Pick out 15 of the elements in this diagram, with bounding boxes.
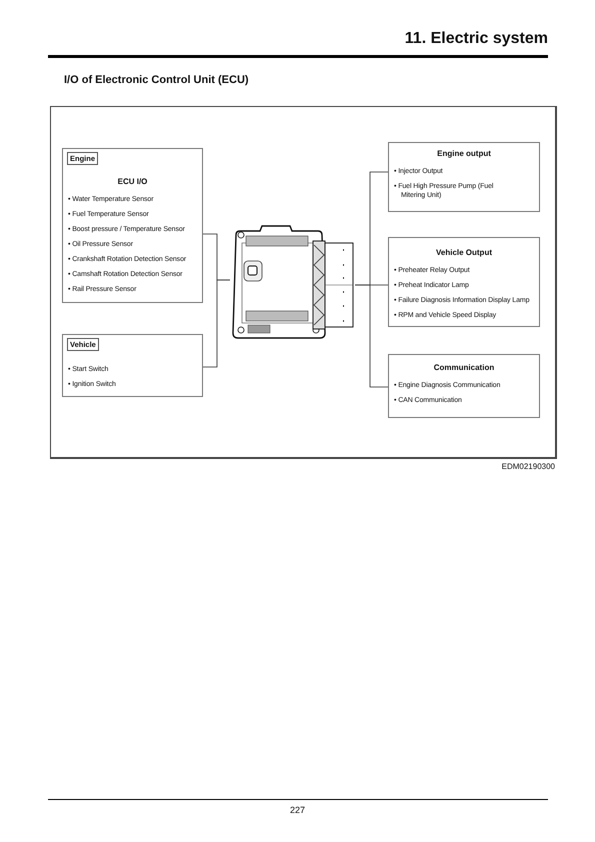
connector-line: [202, 280, 230, 368]
panel-heading: Vehicle Output: [434, 248, 493, 258]
info-panel: [62, 334, 203, 397]
info-panel: [62, 148, 203, 303]
panel-heading: Communication: [432, 363, 496, 373]
figure-code: EDM02190300: [502, 462, 555, 471]
panel-heading: ECU I/O: [116, 177, 148, 187]
info-panel: [388, 237, 540, 327]
connector-line: [354, 284, 388, 388]
info-panel: [388, 354, 540, 418]
chapter-heading: 11. Electric system: [404, 30, 548, 48]
diagram-title: I/O of Electronic Control Unit (ECU): [64, 74, 249, 86]
page-number: 227: [288, 805, 306, 815]
info-panel: [388, 142, 540, 212]
panel-heading: Engine output: [436, 149, 492, 159]
